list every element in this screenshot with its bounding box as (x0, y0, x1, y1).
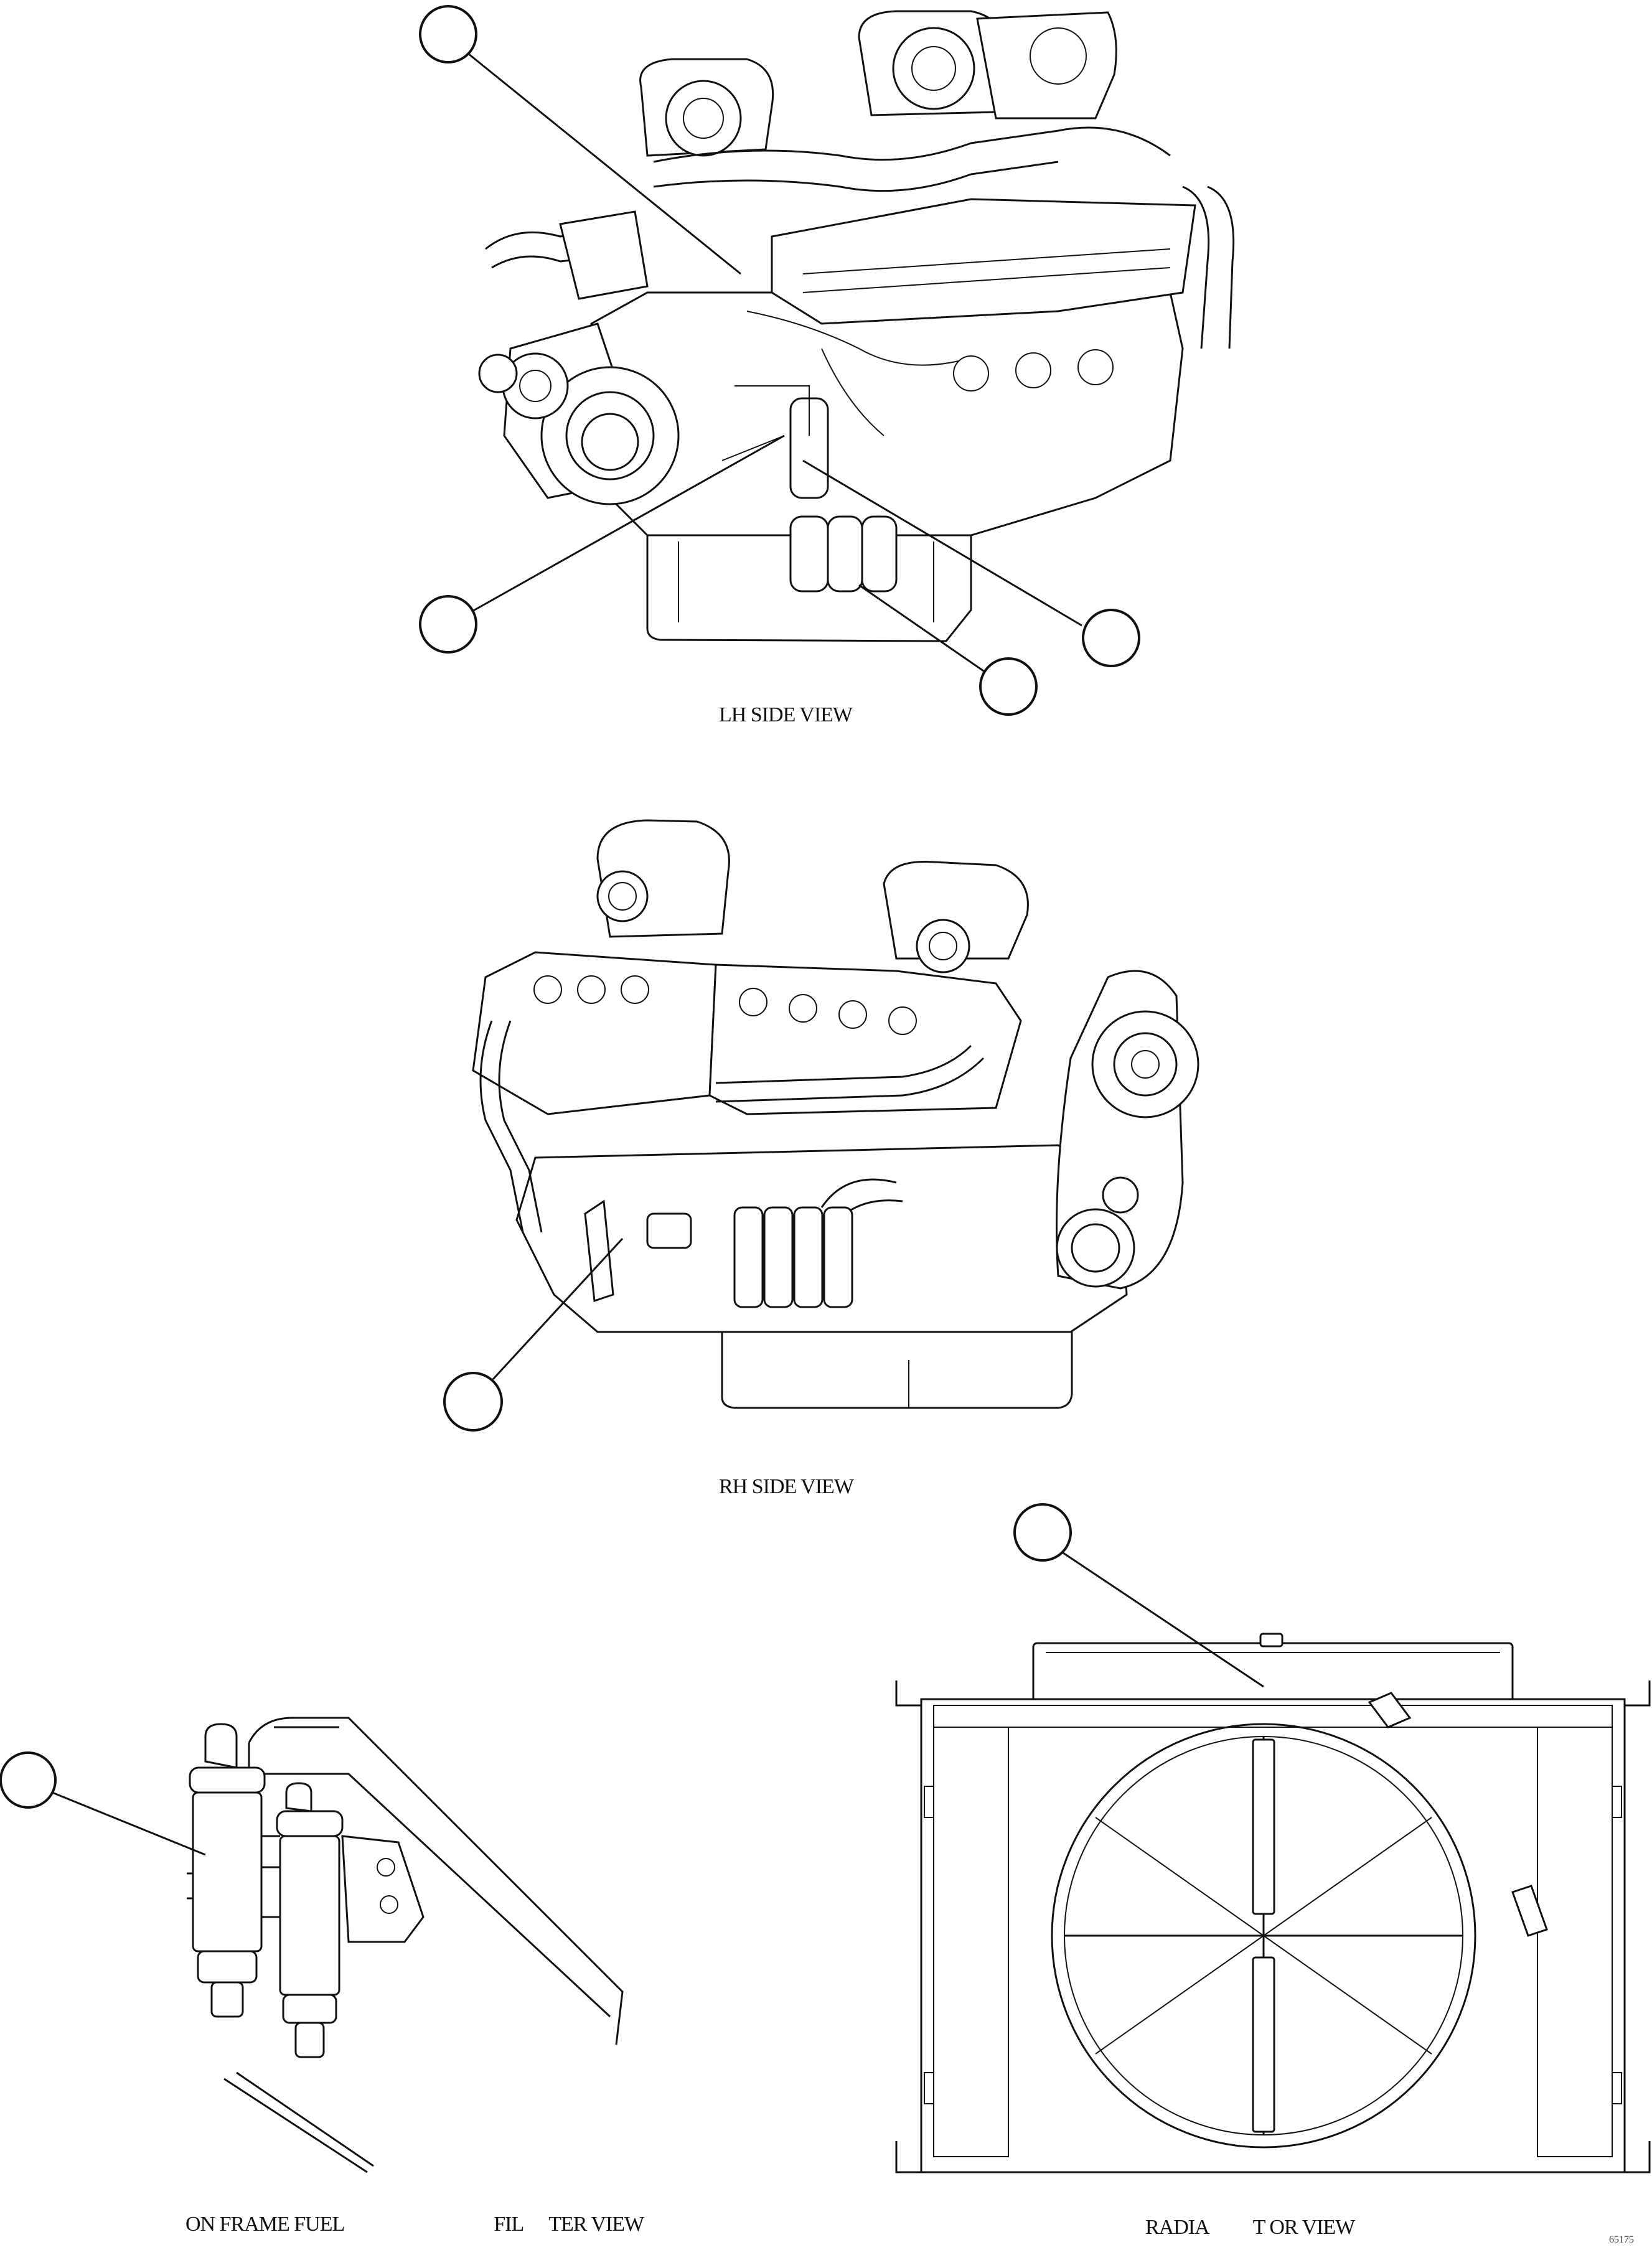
callout-circle (443, 1372, 503, 1432)
callout-circle (419, 5, 477, 63)
fuel-filter-callouts (0, 1751, 206, 1856)
rh-side-view-engine (472, 819, 1199, 1409)
callout-circle (0, 1751, 57, 1809)
lh-callouts (419, 5, 1140, 716)
rh-side-view-caption: RH SIDE VIEW (719, 1475, 854, 1498)
lh-side-view-engine (478, 10, 1235, 642)
callout-circle (419, 595, 477, 654)
rh-callouts (443, 1237, 624, 1432)
lh-side-view-caption: LH SIDE VIEW (719, 703, 853, 726)
callout-circle (1082, 609, 1140, 667)
callout-circle (1013, 1503, 1072, 1562)
radiator-view (895, 1633, 1651, 2173)
radiator-callouts (1013, 1503, 1264, 1688)
fuel-filter-view (187, 1717, 624, 2173)
callout-circle (979, 657, 1038, 716)
document-number: 65175 (1609, 2234, 1634, 2245)
